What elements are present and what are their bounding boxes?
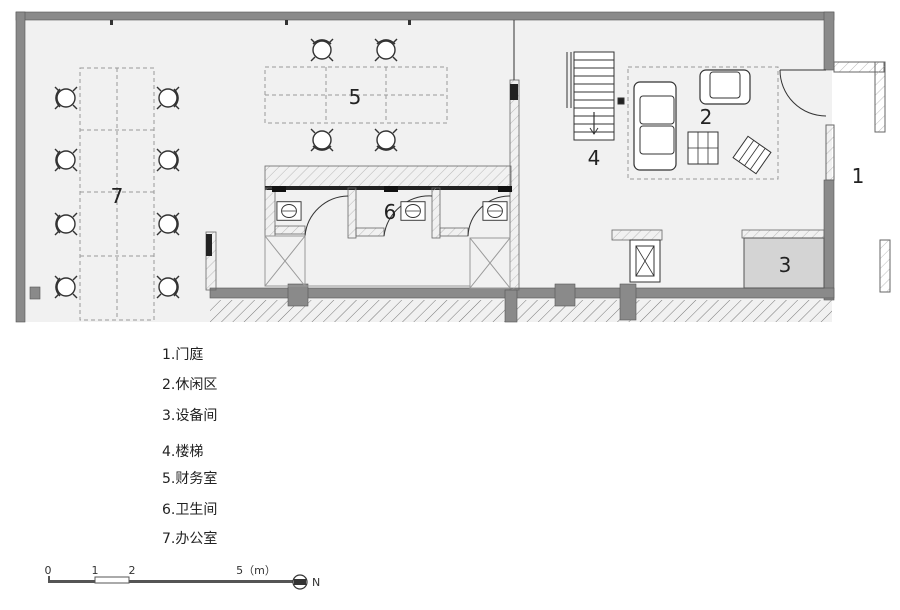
scale-tick-5: 5（m）: [236, 564, 276, 577]
room-label-7: 7: [111, 184, 124, 208]
cabinet: [629, 239, 661, 283]
legend-item-2: 2.休闲区: [162, 377, 218, 393]
legend-item-4: 4.楼梯: [162, 444, 204, 460]
equipment-room-fill: [743, 237, 825, 289]
scale-tick-2: 2: [129, 564, 136, 577]
entry-walls: [825, 61, 891, 293]
legend-item-3: 3.设备间: [162, 408, 218, 424]
scale-tick-1: 1: [92, 564, 99, 577]
staircase: [566, 51, 625, 141]
room-label-2: 2: [700, 105, 713, 129]
legend-item-6: 6.卫生间: [162, 502, 218, 518]
wall-markers: [110, 20, 411, 25]
scale-tick-0: 0: [45, 564, 52, 577]
outer-walls: [15, 11, 835, 323]
legend-item-7: 7.办公室: [162, 531, 218, 547]
legend-item-1: 1.门庭: [162, 347, 204, 363]
legend-item-5: 5.财务室: [162, 471, 218, 487]
room-label-5: 5: [349, 85, 362, 109]
lounge-area: [627, 66, 779, 180]
north-label: N: [312, 576, 320, 589]
entrance-door: [779, 69, 827, 117]
room-label-6: 6: [384, 200, 397, 224]
scale-bar: 0 1 2 5（m）: [45, 564, 298, 584]
room-label-4: 4: [588, 146, 601, 170]
finance-desk: [264, 66, 448, 124]
office-desk-grid: [79, 67, 155, 321]
room-label-1: 1: [852, 164, 865, 188]
room-label-3: 3: [779, 253, 792, 277]
north-arrow: N: [292, 574, 320, 590]
foundation-hatch: [210, 300, 832, 322]
restroom-block: [264, 165, 512, 289]
